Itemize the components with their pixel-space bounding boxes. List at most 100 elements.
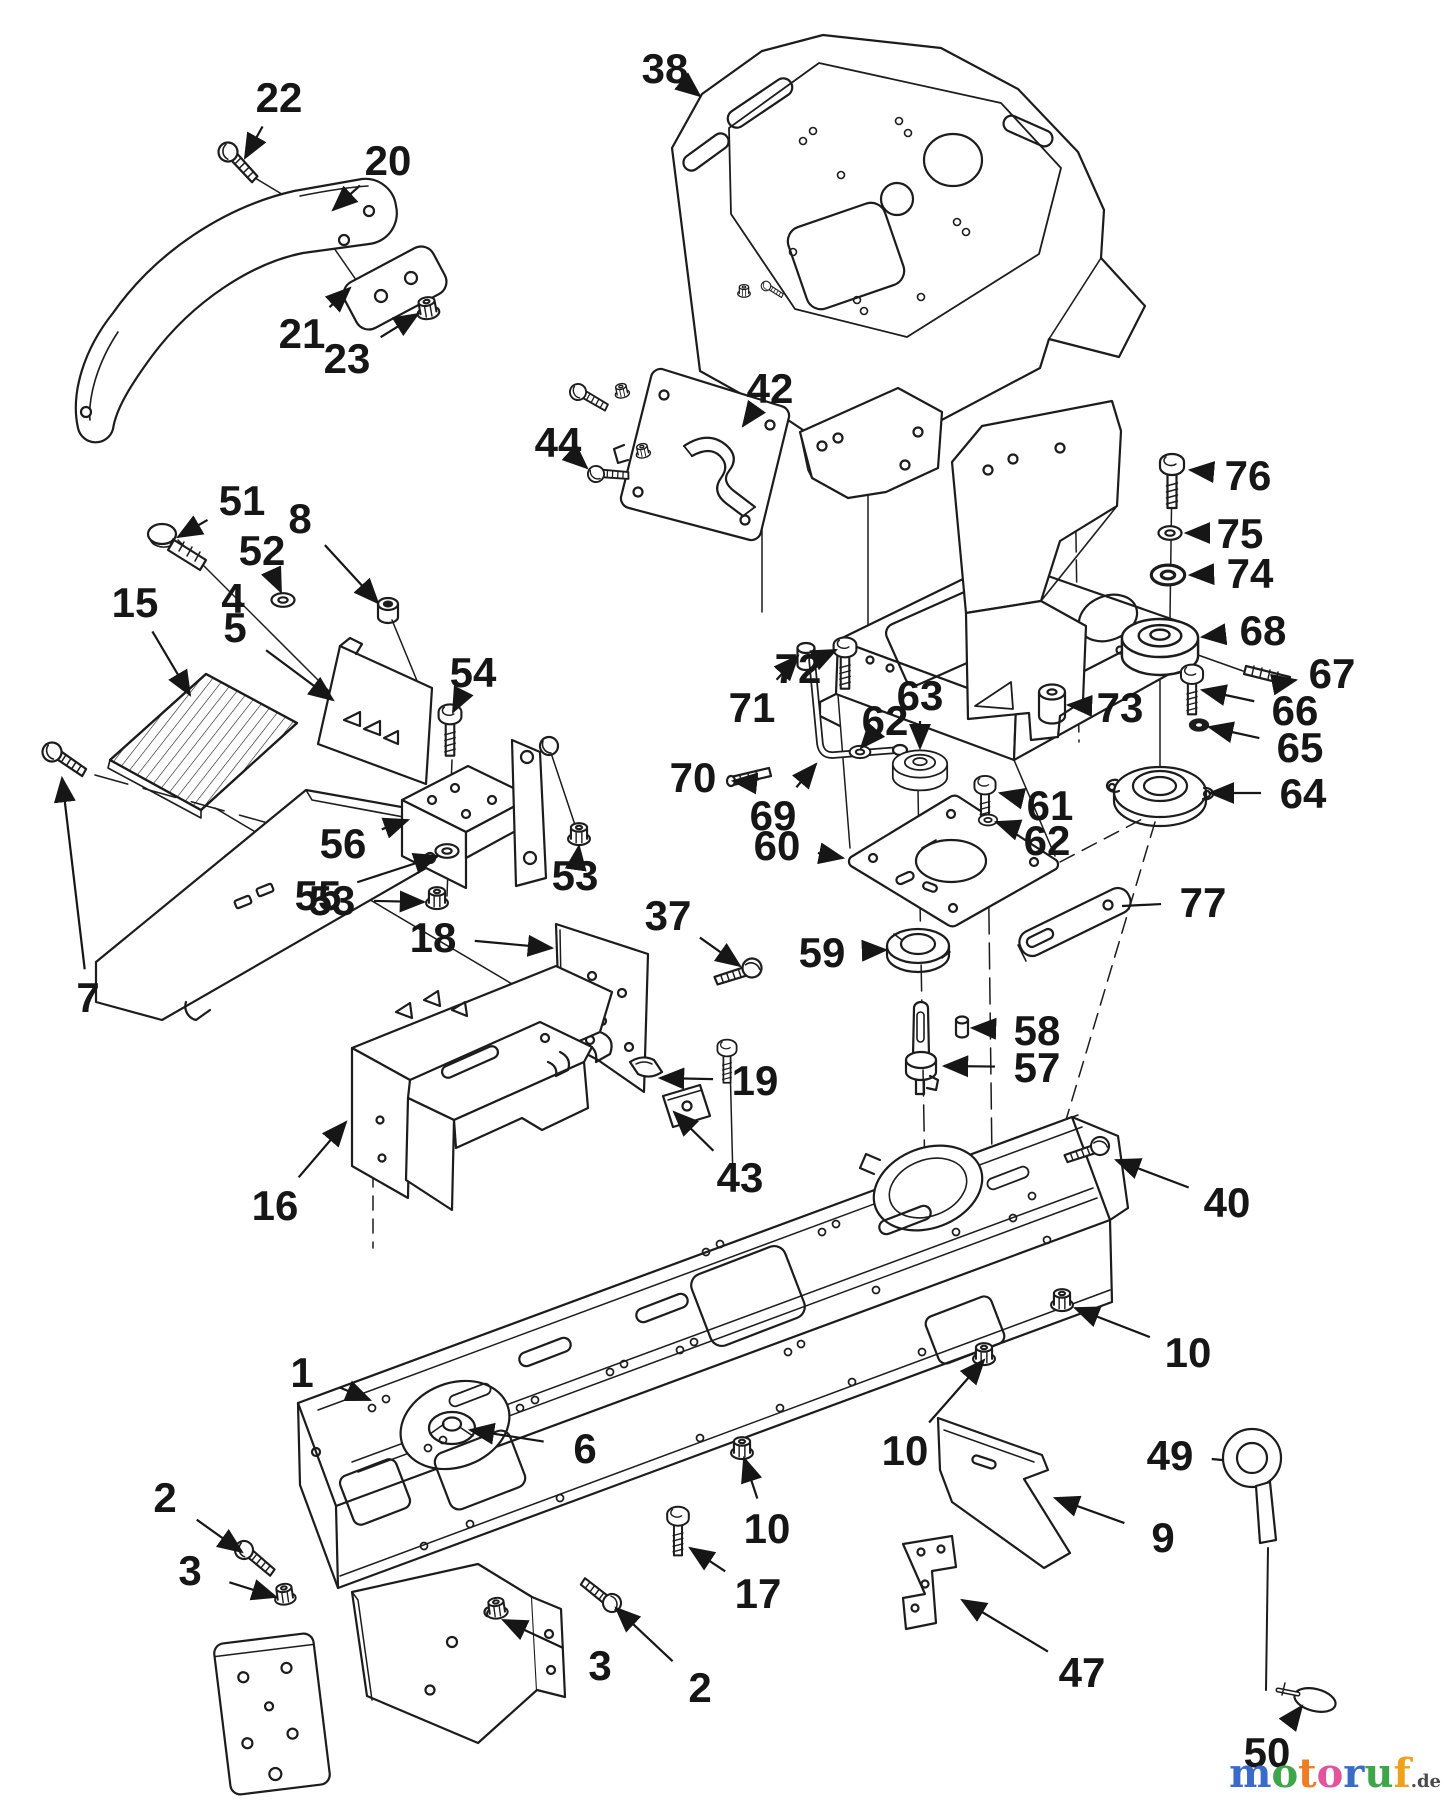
part-43-clamp: [661, 1038, 738, 1129]
callout-leader-49: [1211, 1457, 1223, 1462]
callout-label-65: 65: [1277, 724, 1324, 771]
part-75-washer: [1157, 525, 1183, 541]
callout-label-73: 73: [1097, 684, 1144, 731]
callout-leader-54: [452, 685, 474, 714]
callout-leader-53: [373, 890, 427, 913]
part-54-bolt: [437, 703, 463, 757]
callout-leader-72: [809, 649, 838, 671]
callout-label-74: 74: [1227, 550, 1274, 597]
callout-leader-67: [1270, 673, 1299, 696]
callout-leader-37: [699, 936, 742, 968]
callout-leader-2: [614, 1606, 674, 1663]
watermark-letter: r: [1343, 1750, 1365, 1797]
callout-leader-47: [960, 1598, 1049, 1653]
part-bottom-plate-square: [213, 1632, 331, 1796]
callout-label-68: 68: [1240, 607, 1287, 654]
callout-leader-66: [1199, 684, 1255, 706]
callout-leader-55: [356, 853, 441, 884]
callout-leader-61: [997, 787, 1027, 810]
callout-label-42: 42: [747, 365, 794, 412]
watermark-text: motoruf: [1229, 1750, 1411, 1797]
part-65-washer: [1188, 718, 1210, 732]
callout-label-17: 17: [735, 1570, 782, 1617]
callout-label-43: 43: [717, 1154, 764, 1201]
part-70-stud: [725, 766, 773, 788]
callout-label-70: 70: [670, 754, 717, 801]
callout-label-19: 19: [732, 1057, 779, 1104]
callout-leader-18: [474, 934, 555, 957]
callout-leader-22: [243, 125, 267, 160]
callout-label-8: 8: [288, 495, 311, 542]
callout-label-16: 16: [252, 1182, 299, 1229]
part-17-bolt: [666, 1505, 690, 1557]
callout-label-67: 67: [1309, 650, 1356, 697]
part-51-bolt: [146, 522, 208, 572]
callout-label-60: 60: [754, 822, 801, 869]
callout-label-3: 3: [178, 1547, 201, 1594]
callout-label-51: 51: [219, 477, 266, 524]
callout-label-61: 61: [1027, 782, 1074, 829]
callout-leader-51: [176, 515, 209, 539]
callout-label-22: 22: [256, 74, 303, 121]
part-engine-mount-bracket: [950, 399, 1123, 742]
part-55-washer: [434, 843, 460, 859]
callout-leader-10: [1072, 1306, 1151, 1339]
callout-label-57: 57: [1014, 1044, 1061, 1091]
watermark-letter: m: [1229, 1750, 1272, 1797]
callout-label-23: 23: [324, 335, 371, 382]
callout-label-2: 2: [688, 1664, 711, 1711]
watermark-letter: t: [1298, 1750, 1317, 1797]
callout-leader-15: [151, 630, 192, 697]
watermark-suffix: .de: [1410, 1771, 1441, 1792]
callout-leader-59: [861, 939, 889, 962]
callout-leader-10: [928, 1358, 986, 1424]
callout-label-66: 66: [1272, 687, 1319, 734]
part-59-ring: [885, 927, 951, 974]
callout-label-69: 69: [750, 792, 797, 839]
part-19-clip: [628, 1056, 664, 1078]
callout-label-63: 63: [897, 672, 944, 719]
callout-label-10: 10: [882, 1427, 929, 1474]
part-73-spacer: [1037, 683, 1067, 725]
part-74-bushing: [1149, 563, 1187, 587]
part-7-screw: [37, 738, 92, 778]
callout-leader-43: [672, 1110, 715, 1152]
callout-leader-44: [561, 443, 589, 470]
callout-leader-10: [741, 1455, 763, 1499]
callout-leader-3: [501, 1619, 564, 1649]
callout-leader-69: [791, 762, 818, 790]
callout-label-58: 58: [1014, 1007, 1061, 1054]
callout-label-53: 53: [309, 877, 356, 924]
part-1-chassis: [296, 1114, 1130, 1590]
callout-label-3: 3: [588, 1642, 611, 1689]
callout-leader-5: [265, 649, 335, 702]
callout-label-1: 1: [290, 1349, 313, 1396]
watermark-letter: u: [1364, 1750, 1394, 1797]
part-38-hood: [670, 33, 1147, 454]
callout-leader-1: [339, 1380, 373, 1402]
callout-leader-23: [380, 312, 420, 339]
part-47-bracket: [901, 1534, 958, 1631]
part-2-screw-a: [230, 1536, 282, 1578]
watermark-letter: o: [1316, 1750, 1344, 1797]
part-bottom-plate-bracket: [350, 1562, 567, 1745]
callout-label-2: 2: [153, 1474, 176, 1521]
part-76-bolt: [1158, 452, 1186, 510]
part-21-plate: [342, 245, 448, 331]
callout-leader-38: [674, 72, 702, 98]
callout-label-15: 15: [112, 579, 159, 626]
callout-label-4: 4: [221, 575, 245, 622]
callout-label-47: 47: [1059, 1649, 1106, 1696]
part-3-nut-a: [272, 1581, 298, 1607]
callout-leader-6: [467, 1422, 544, 1445]
callout-leader-52: [261, 565, 283, 595]
callout-label-59: 59: [799, 929, 846, 976]
callout-leader-3: [229, 1579, 279, 1601]
callout-label-71: 71: [729, 684, 776, 731]
callout-label-50: 50: [1244, 1729, 1291, 1776]
callout-label-37: 37: [645, 892, 692, 939]
callout-leader-19: [657, 1067, 714, 1090]
